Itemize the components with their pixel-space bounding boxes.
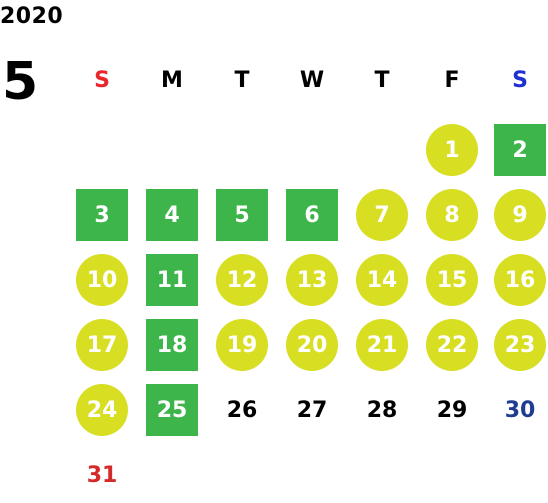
year-label: 2020 <box>0 4 64 29</box>
day-cell-9[interactable]: 9 <box>494 189 546 241</box>
weekday-thursday: T <box>374 68 390 93</box>
month-number: 5 <box>2 52 39 112</box>
day-cell-2[interactable]: 2 <box>494 124 546 176</box>
day-cell-11[interactable]: 11 <box>146 254 198 306</box>
day-cell-27[interactable]: 27 <box>296 397 328 423</box>
day-cell-10[interactable]: 10 <box>76 254 128 306</box>
day-cell-19[interactable]: 19 <box>216 319 268 371</box>
day-cell-5[interactable]: 5 <box>216 189 268 241</box>
day-cell-14[interactable]: 14 <box>356 254 408 306</box>
day-cell-22[interactable]: 22 <box>426 319 478 371</box>
day-cell-24[interactable]: 24 <box>76 384 128 436</box>
day-cell-3[interactable]: 3 <box>76 189 128 241</box>
weekday-saturday: S <box>512 68 528 93</box>
day-cell-30[interactable]: 30 <box>504 397 536 423</box>
weekday-monday: M <box>161 68 183 93</box>
day-cell-26[interactable]: 26 <box>226 397 258 423</box>
day-cell-13[interactable]: 13 <box>286 254 338 306</box>
day-cell-20[interactable]: 20 <box>286 319 338 371</box>
weekday-wednesday: W <box>299 68 325 93</box>
day-cell-7[interactable]: 7 <box>356 189 408 241</box>
day-cell-15[interactable]: 15 <box>426 254 478 306</box>
day-cell-4[interactable]: 4 <box>146 189 198 241</box>
weekday-sunday: S <box>94 68 110 93</box>
day-cell-17[interactable]: 17 <box>76 319 128 371</box>
day-cell-12[interactable]: 12 <box>216 254 268 306</box>
day-cell-21[interactable]: 21 <box>356 319 408 371</box>
day-cell-31[interactable]: 31 <box>86 462 118 488</box>
day-cell-23[interactable]: 23 <box>494 319 546 371</box>
weekday-friday: F <box>444 68 460 93</box>
day-cell-28[interactable]: 28 <box>366 397 398 423</box>
day-cell-25[interactable]: 25 <box>146 384 198 436</box>
day-cell-1[interactable]: 1 <box>426 124 478 176</box>
day-cell-18[interactable]: 18 <box>146 319 198 371</box>
day-cell-6[interactable]: 6 <box>286 189 338 241</box>
day-cell-16[interactable]: 16 <box>494 254 546 306</box>
day-cell-29[interactable]: 29 <box>436 397 468 423</box>
day-cell-8[interactable]: 8 <box>426 189 478 241</box>
weekday-tuesday: T <box>234 68 250 93</box>
